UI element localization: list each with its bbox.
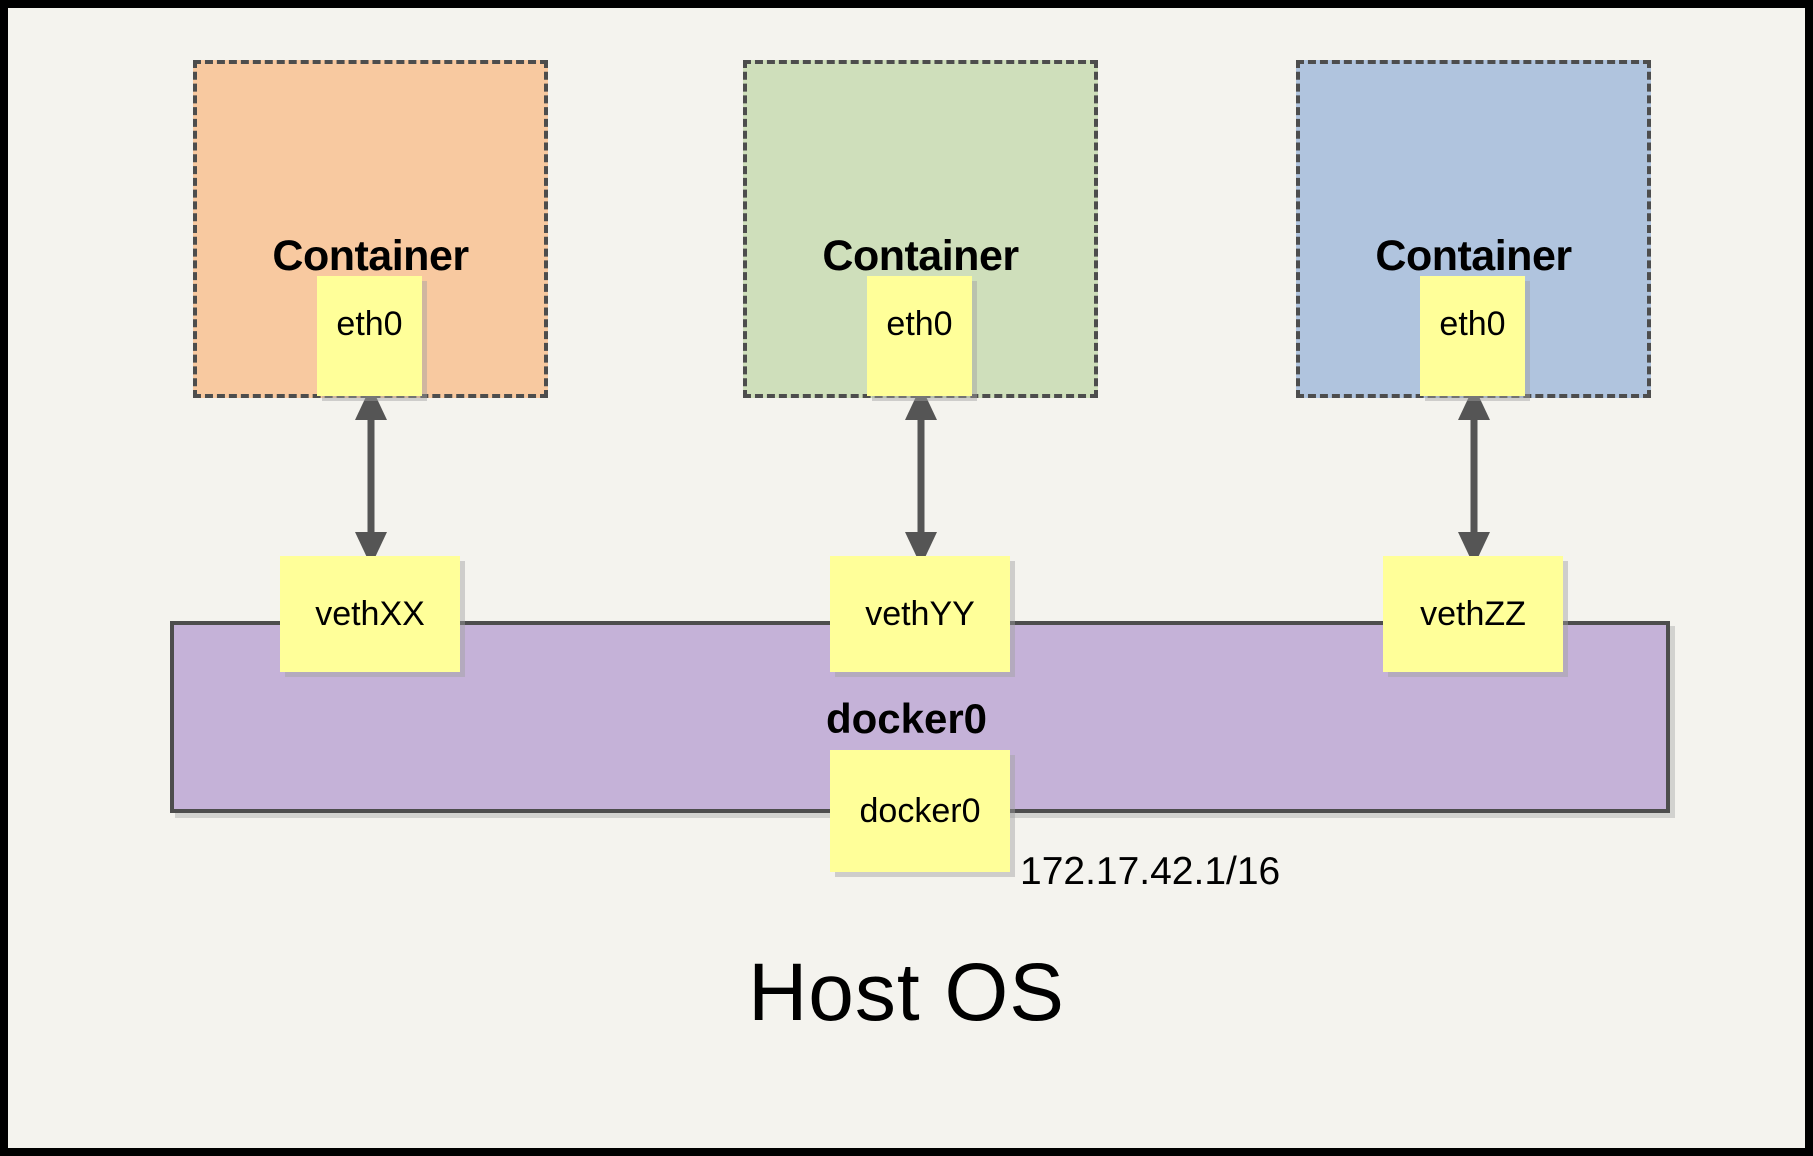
container-eth0-label-2: eth0 bbox=[886, 305, 953, 343]
container-eth0-box-2[interactable]: eth0 bbox=[867, 276, 972, 396]
host-os-label: Host OS bbox=[748, 947, 1065, 1038]
container-eth0-label-1: eth0 bbox=[336, 305, 403, 343]
docker0-interface-box[interactable]: docker0 bbox=[830, 750, 1010, 872]
container-title-1: Container bbox=[272, 232, 469, 280]
veth-label-3: vethZZ bbox=[1420, 594, 1526, 633]
container-title-3: Container bbox=[1375, 232, 1572, 280]
container-eth0-box-3[interactable]: eth0 bbox=[1420, 276, 1525, 396]
container-eth0-box-1[interactable]: eth0 bbox=[317, 276, 422, 396]
veth-pair-arrow-3 bbox=[1458, 386, 1490, 566]
veth-label-1: vethXX bbox=[315, 594, 425, 633]
container-eth0-label-3: eth0 bbox=[1439, 305, 1506, 343]
docker0-interface-label: docker0 bbox=[859, 791, 981, 830]
veth-label-2: vethYY bbox=[865, 594, 975, 633]
container-title-2: Container bbox=[822, 232, 1019, 280]
veth-box-2[interactable]: vethYY bbox=[830, 556, 1010, 672]
veth-box-3[interactable]: vethZZ bbox=[1383, 556, 1563, 672]
veth-box-1[interactable]: vethXX bbox=[280, 556, 460, 672]
veth-pair-arrow-2 bbox=[905, 386, 937, 566]
docker0-bridge-label: docker0 bbox=[825, 695, 988, 742]
docker0-ip-address: 172.17.42.1/16 bbox=[1020, 850, 1281, 893]
veth-pair-arrow-1 bbox=[355, 386, 387, 566]
